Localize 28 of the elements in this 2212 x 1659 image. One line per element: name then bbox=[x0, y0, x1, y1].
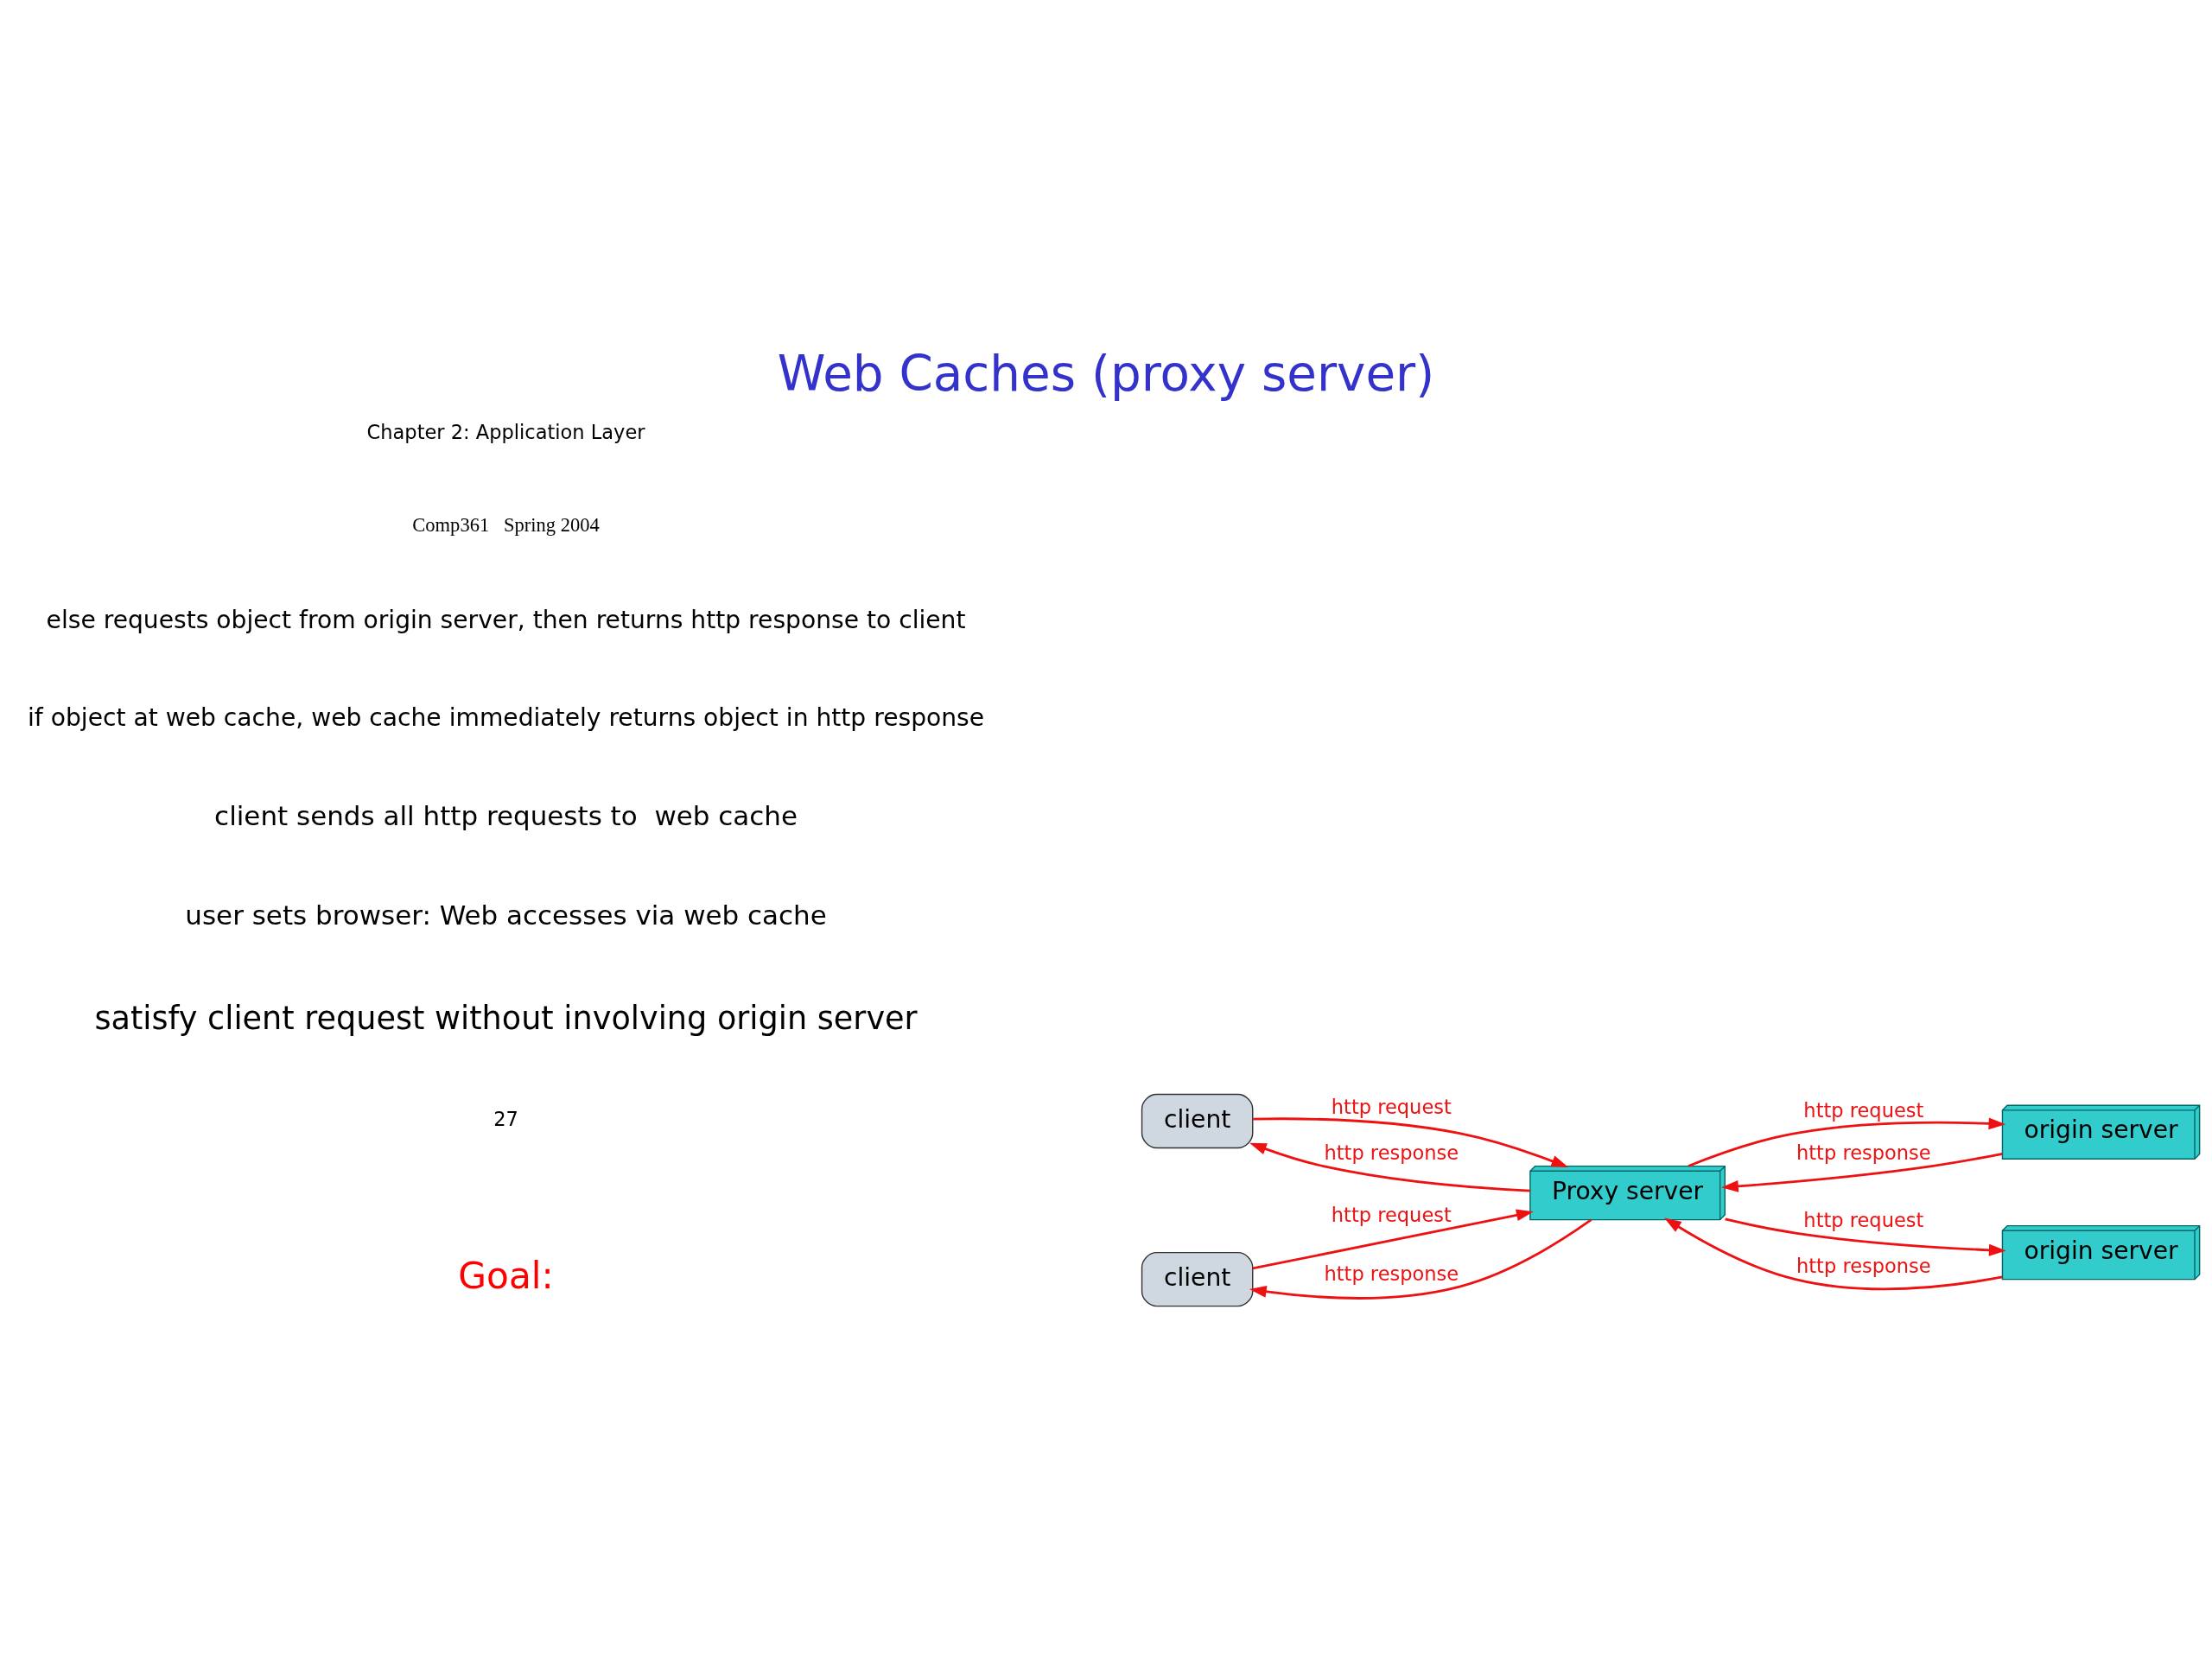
label: satisfy client request without involving origin server bbox=[94, 999, 918, 1037]
edge-label: http response bbox=[1796, 1141, 1931, 1164]
diagram-title: Web Caches (proxy server) bbox=[777, 345, 1435, 402]
edge-label: http response bbox=[1796, 1254, 1931, 1277]
edge-label: http response bbox=[1324, 1262, 1459, 1285]
label: user sets browser: Web accesses via web cache bbox=[185, 899, 827, 931]
node-box: client bbox=[1141, 1093, 1254, 1148]
node-box: client bbox=[1141, 1251, 1254, 1306]
label: Chapter 2: Application Layer bbox=[366, 420, 645, 443]
arrow bbox=[1664, 1217, 2003, 1290]
arrow bbox=[1249, 1142, 1530, 1192]
arrow bbox=[1725, 1217, 2006, 1256]
label: else requests object from origin server, then returns http response to client bbox=[46, 605, 966, 634]
label: 27 bbox=[493, 1107, 518, 1130]
edge-label: http response bbox=[1324, 1141, 1459, 1164]
arrow bbox=[1721, 1152, 2003, 1192]
label: Goal: bbox=[458, 1254, 554, 1297]
edge-label: http request bbox=[1331, 1203, 1452, 1226]
label: client sends all http requests to web cache bbox=[214, 799, 798, 831]
arrow bbox=[1688, 1116, 2006, 1167]
edge-label: http request bbox=[1803, 1098, 1924, 1122]
arrow bbox=[1249, 1218, 1592, 1300]
arrow bbox=[1252, 1208, 1534, 1269]
edge-label: http request bbox=[1331, 1095, 1452, 1118]
label: Comp361 Spring 2004 bbox=[412, 513, 600, 536]
arrow bbox=[1253, 1116, 1569, 1167]
label: if object at web cache, web cache immediately returns object in http response bbox=[28, 702, 985, 732]
edge-label: http request bbox=[1803, 1208, 1924, 1231]
